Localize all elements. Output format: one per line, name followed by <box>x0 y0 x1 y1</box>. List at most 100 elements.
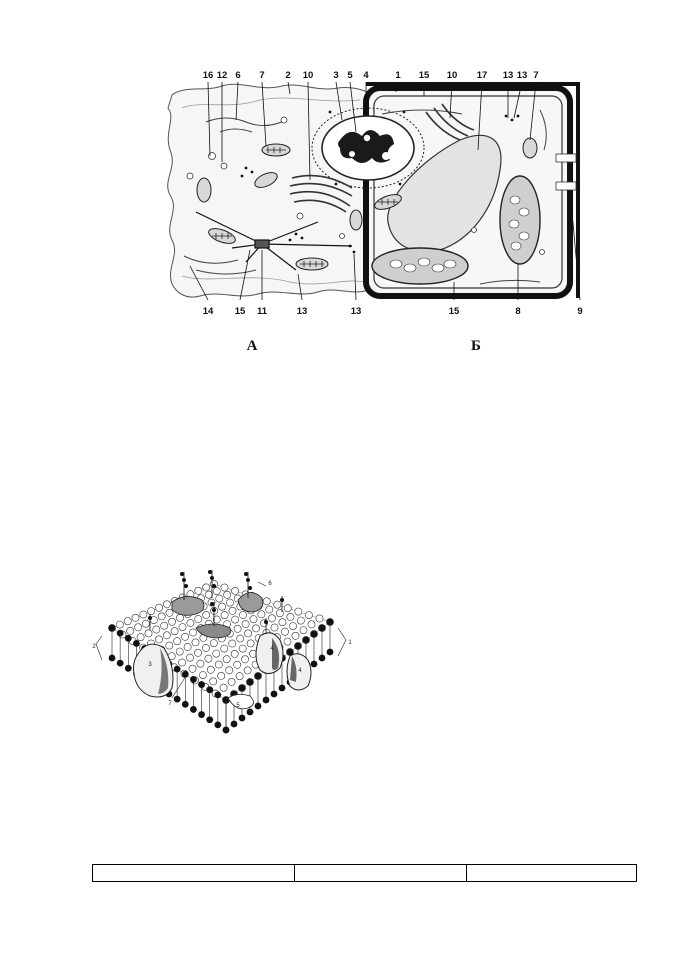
phospholipid-head <box>228 639 237 648</box>
label-8: 8 <box>515 306 520 317</box>
phospholipid-head-edge <box>190 706 197 713</box>
phospholipid-head <box>210 580 218 588</box>
phospholipid-head-edge <box>294 642 302 650</box>
phospholipid-head <box>189 598 197 606</box>
phospholipid-head <box>175 647 184 656</box>
phospholipid-head-edge <box>157 685 165 693</box>
phospholipid-head <box>202 611 211 619</box>
phospholipid-head <box>222 655 231 664</box>
phospholipid-head <box>162 631 171 640</box>
phospholipid-head-edge <box>230 690 238 698</box>
phospholipid-head-edge <box>238 714 246 722</box>
phospholipid-head <box>157 645 166 654</box>
phospholipid-head <box>188 664 197 673</box>
phospholipid-head <box>326 618 334 626</box>
phospholipid-head <box>260 619 268 628</box>
label-4: 4 <box>363 70 369 81</box>
membrane-label-5: 5 <box>236 703 240 709</box>
phospholipid-head-edge <box>190 676 197 683</box>
phospholipid-head <box>194 586 203 595</box>
phospholipid-front-edge <box>108 618 334 734</box>
label-16: 16 <box>203 70 214 81</box>
phospholipid-head <box>241 620 250 628</box>
phospholipid-head <box>220 644 229 653</box>
label-14: 14 <box>203 306 214 317</box>
phospholipid-head <box>190 676 199 685</box>
phospholipid-head-edge <box>141 675 148 682</box>
phospholipid-head-edge <box>254 672 262 680</box>
phospholipid-tails <box>111 625 331 728</box>
phospholipid-head <box>212 649 221 658</box>
label-7: 7 <box>259 70 264 81</box>
phospholipid-head <box>204 654 213 663</box>
phospholipid-heads <box>108 580 334 704</box>
phospholipid-head <box>243 666 252 675</box>
phospholipid-head <box>254 601 263 610</box>
phospholipid-head <box>296 616 305 625</box>
bracket-1 <box>337 627 347 657</box>
phospholipid-head <box>144 629 153 638</box>
phospholipid-head <box>262 666 270 674</box>
bracket-2 <box>95 635 103 661</box>
phospholipid-head <box>139 610 148 619</box>
phospholipid-head <box>239 611 247 619</box>
phospholipid-head <box>178 593 187 602</box>
phospholipid-head <box>231 615 239 624</box>
phospholipid-head-edge <box>124 664 132 672</box>
phospholipid-head <box>233 624 242 633</box>
label-15d: 15 <box>449 306 460 317</box>
phospholipid-head <box>220 583 229 592</box>
phospholipid-head <box>283 604 292 613</box>
phospholipid-head-edge <box>278 654 286 662</box>
phospholipid-head <box>181 601 190 610</box>
label-5: 5 <box>347 70 353 81</box>
phospholipid-head <box>235 672 244 681</box>
phospholipid-head-edge <box>302 666 310 674</box>
integral-protein-3 <box>133 643 174 698</box>
phospholipid-head-edge <box>294 672 302 680</box>
leader-6 <box>257 581 267 587</box>
phospholipid-head-edge <box>222 696 230 704</box>
phospholipid-head-edge <box>310 660 318 668</box>
phospholipid-head <box>186 590 195 599</box>
phospholipid-head <box>134 623 142 632</box>
phospholipid-head-edge <box>133 640 140 647</box>
phospholipid-head <box>196 659 205 668</box>
phospholipid-head <box>201 644 210 652</box>
phospholipid-head <box>201 683 210 691</box>
animal-cell-inner-contour <box>181 97 365 285</box>
phospholipid-head <box>206 665 215 674</box>
phospholipid-head <box>159 656 168 665</box>
phospholipid-head <box>189 628 197 637</box>
phospholipid-head <box>204 619 213 628</box>
integral-protein-4b <box>286 653 312 691</box>
phospholipid-head <box>315 614 324 623</box>
phospholipid-head <box>136 633 145 642</box>
phospholipid-head <box>244 629 252 638</box>
golgi-apparatus <box>289 103 475 213</box>
phospholipid-head-edge <box>214 721 222 729</box>
phospholipid-head <box>302 636 310 644</box>
peripheral-protein <box>237 592 264 613</box>
phospholipid-head <box>233 594 242 603</box>
phospholipid-head <box>299 626 308 634</box>
table-cell[interactable] <box>294 864 467 882</box>
table-cell[interactable] <box>92 864 295 882</box>
phospholipid-head <box>183 643 192 651</box>
cell-comparison-diagram: 16 12 6 7 2 10 3 5 4 1 15 10 17 13 13 7 <box>167 70 583 354</box>
mitochondria-cristae <box>212 147 398 267</box>
phospholipid-head <box>273 600 282 609</box>
peripheral-protein <box>171 596 205 616</box>
phospholipid-head <box>207 598 216 607</box>
table-cell[interactable] <box>466 864 637 882</box>
phospholipid-head <box>265 605 274 614</box>
phospholipid-head <box>194 615 203 623</box>
phospholipid-head <box>212 587 221 595</box>
phospholipid-head-edge <box>108 654 116 662</box>
phospholipid-head <box>211 689 220 698</box>
phospholipid-head-edge <box>181 700 189 708</box>
phospholipid-head <box>170 627 179 636</box>
membrane-label-7: 7 <box>168 701 172 707</box>
phospholipid-head <box>244 598 253 607</box>
phospholipid-head <box>168 617 176 626</box>
